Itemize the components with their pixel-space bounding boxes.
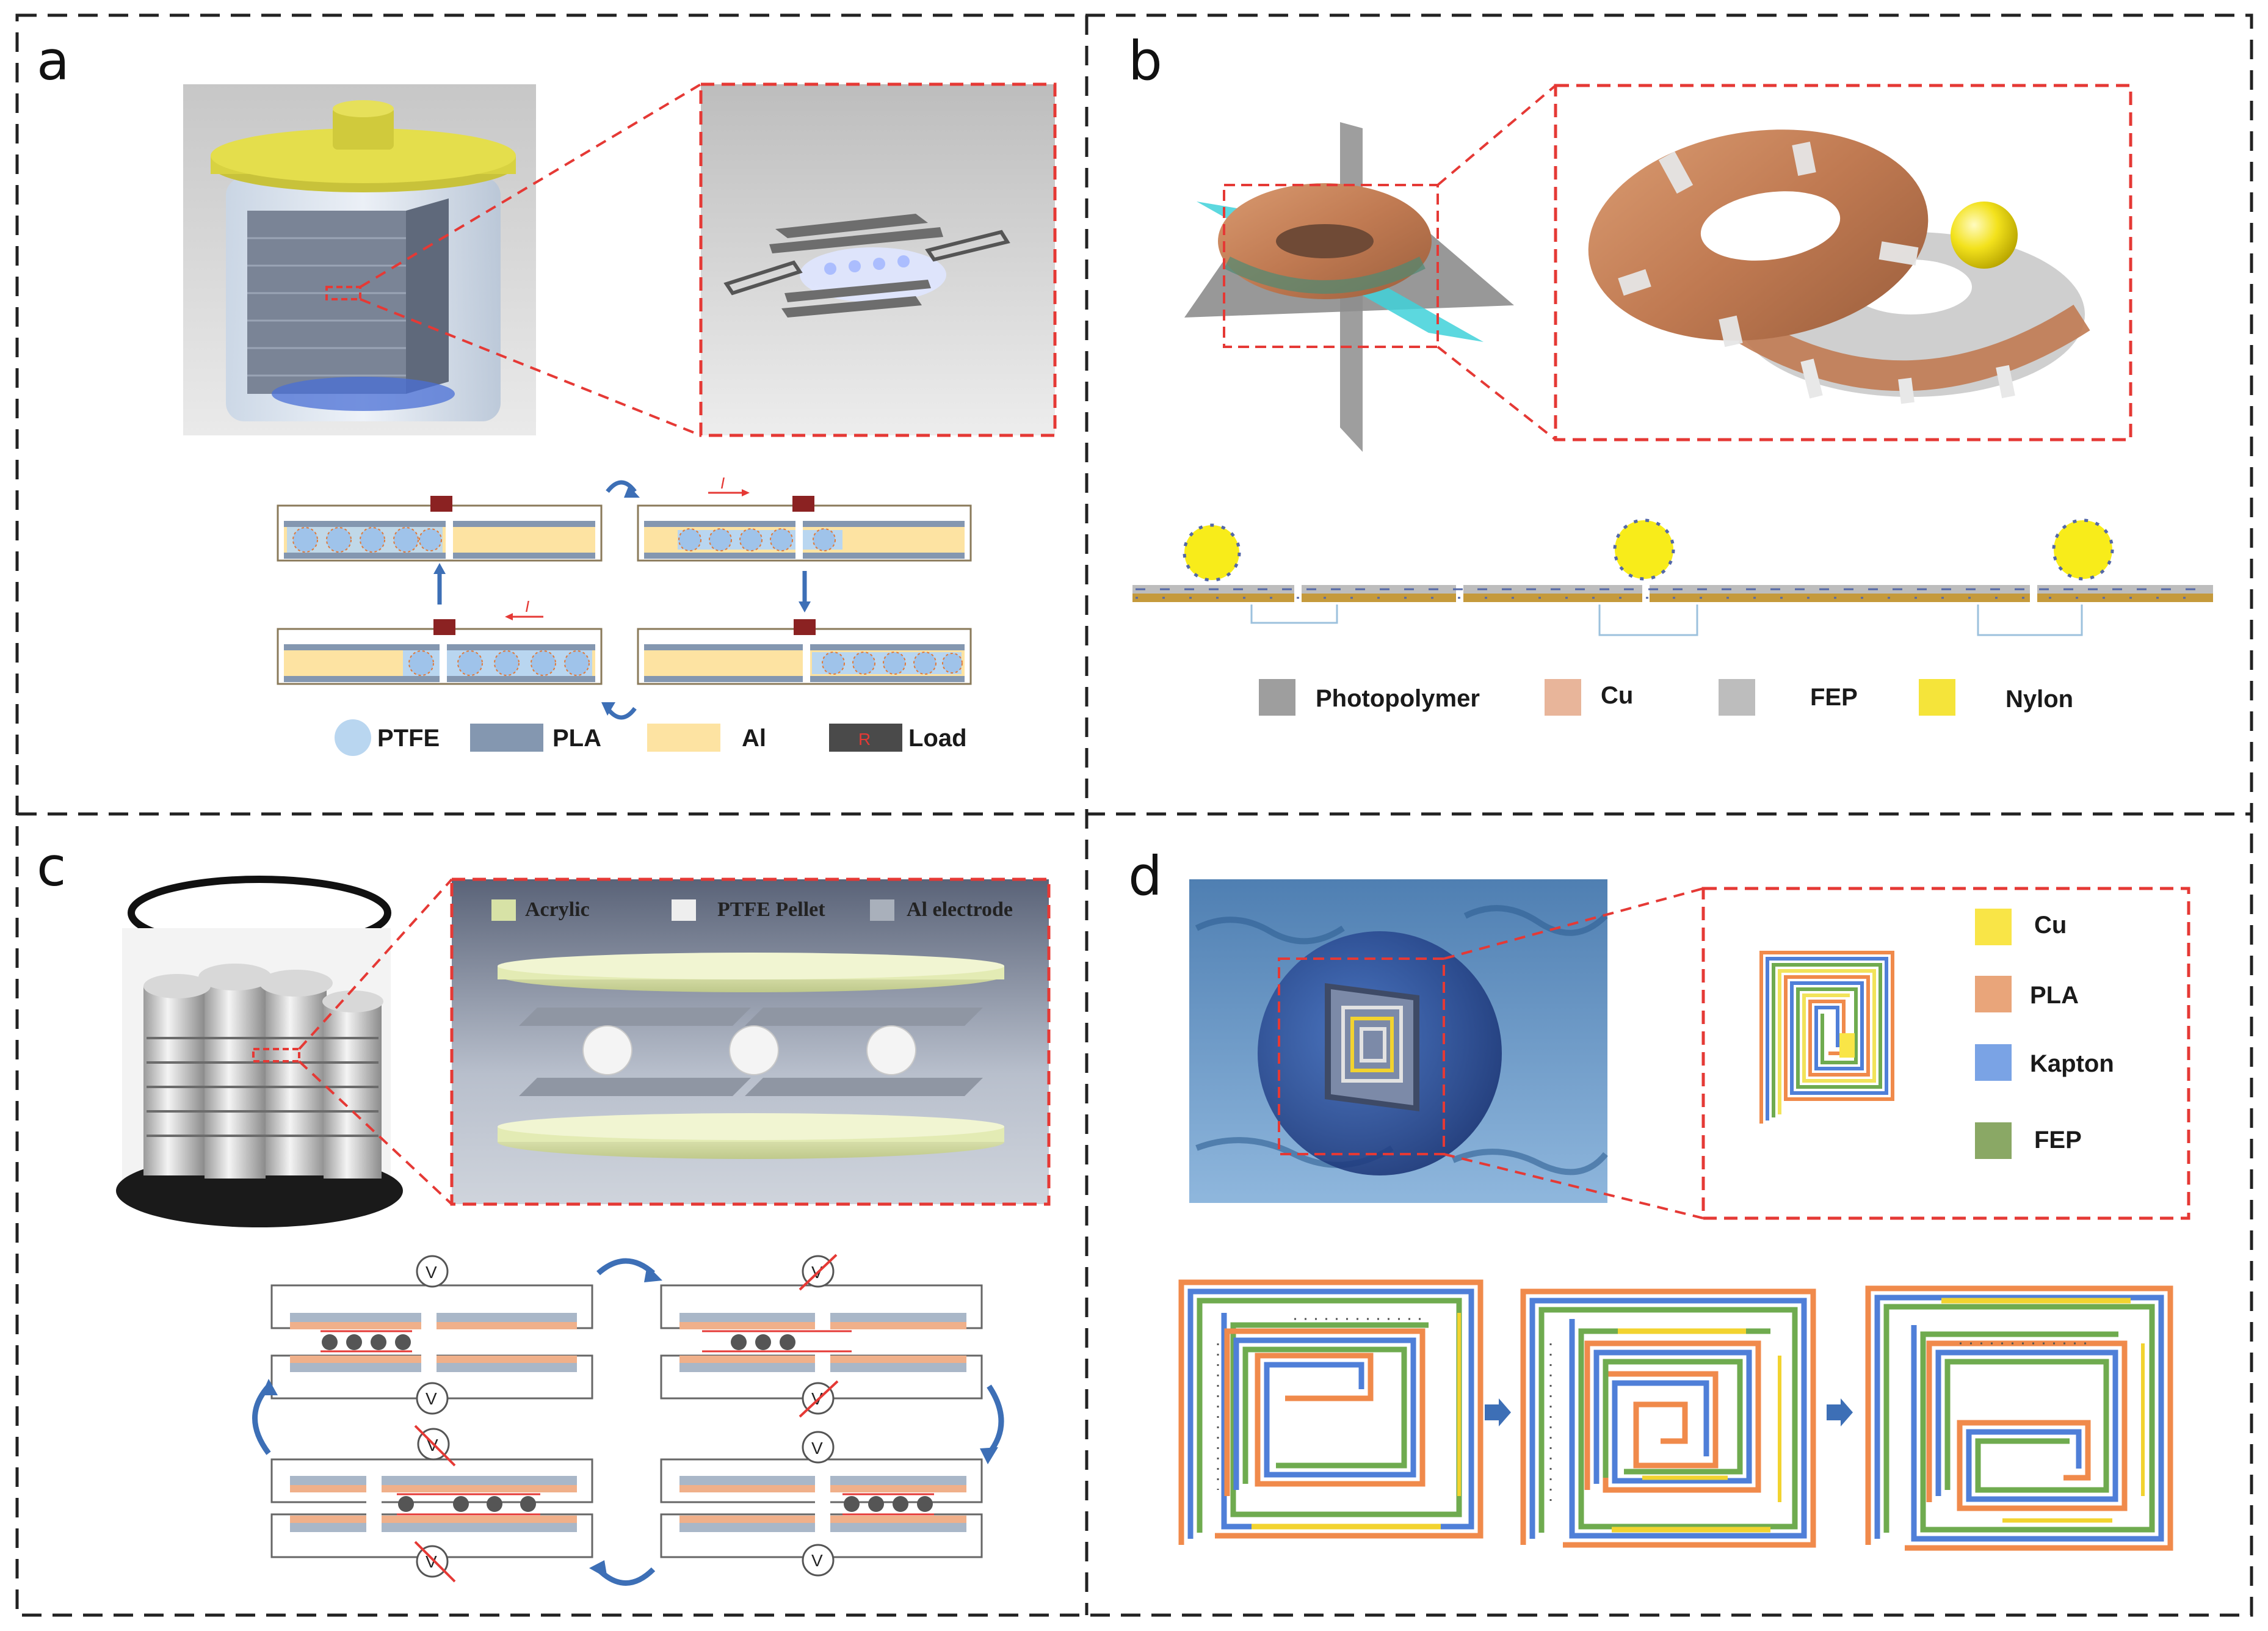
- load-3: [433, 619, 455, 635]
- legend-d-fep-label: FEP: [2034, 1127, 2082, 1153]
- legend-cu-label: Cu: [1601, 682, 1633, 709]
- meter-7-label: V: [811, 1439, 823, 1458]
- nylon-ball: [1951, 202, 2018, 269]
- panel-c-state-2: V V: [660, 1254, 983, 1418]
- panel-c-zoom-lines: [298, 878, 453, 1205]
- legend-d-kapton-label: Kapton: [2030, 1050, 2114, 1077]
- panel-a-cycle-diagram: I I: [277, 474, 972, 720]
- panel-c-device-photo: [116, 876, 403, 1227]
- legend-acrylic-label: Acrylic: [525, 898, 590, 921]
- panel-a-state-4: [637, 619, 972, 685]
- panel-c-zoom-inset: Acrylic PTFE Pellet Al electrode: [450, 877, 1051, 1206]
- spiral-state-3: [1865, 1285, 2173, 1551]
- legend-pla-label: PLA: [553, 725, 601, 752]
- legend-photopolymer-swatch: [1259, 679, 1295, 716]
- panel-d-zoom-source: [1278, 957, 1445, 1155]
- panel-d-zoom-inset: Cu PLA Kapton FEP: [1701, 887, 2190, 1220]
- panel-c-letter: c: [37, 835, 66, 898]
- legend-fep-swatch: [1719, 679, 1755, 716]
- panel-a-zoom-lines: [359, 83, 702, 437]
- panel-frames: [15, 13, 2253, 1617]
- meter-1-label: V: [426, 1263, 437, 1282]
- current-label-2: I: [525, 597, 529, 616]
- meter-6-label: V: [426, 1552, 437, 1571]
- strip-1: [1132, 523, 1548, 624]
- legend-al-swatch: [647, 724, 720, 752]
- load-2: [792, 496, 814, 512]
- panel-a-state-3: I: [277, 597, 603, 685]
- legend-al-electrode-label: Al electrode: [907, 898, 1013, 921]
- panel-a: a: [37, 29, 1057, 756]
- legend-ptfe-swatch: [335, 719, 371, 756]
- legend-nylon-label: Nylon: [2005, 686, 2073, 713]
- panel-d-zoom-lines: [1443, 887, 1704, 1219]
- legend-pla-swatch: [470, 724, 543, 752]
- legend-load-mark: R: [858, 730, 871, 749]
- strip-3: [1844, 518, 2213, 636]
- spiral-small: [1759, 951, 1894, 1124]
- legend-d-cu-label: Cu: [2034, 912, 2067, 939]
- panel-b: b: [1128, 29, 2213, 716]
- panel-b-zoom-inset: [1554, 84, 2132, 441]
- legend-d-pla-swatch: [1975, 976, 2012, 1012]
- panel-b-letter: b: [1128, 29, 1162, 92]
- panel-c-cycle-diagram: V V V V: [252, 1254, 1004, 1586]
- panel-a-state-1: [277, 496, 603, 562]
- legend-ptfe-label: PTFE: [377, 725, 440, 752]
- panel-c-state-1: V V: [270, 1255, 593, 1415]
- panel-a-state-2: I: [637, 474, 972, 562]
- legend-ptfe-pellet-swatch: [672, 899, 696, 921]
- panel-d-ocean-photo: [1189, 879, 1608, 1203]
- panel-b-strip-schematic: [1132, 518, 2213, 636]
- panel-d: d: [1128, 845, 2190, 1551]
- panel-c-zoom-source: [252, 1048, 300, 1063]
- legend-d-cu-swatch: [1975, 909, 2012, 945]
- panel-a-zoom-inset: [699, 82, 1057, 437]
- panel-b-zoom-lines: [1437, 84, 1557, 441]
- spiral-state-1: [1178, 1279, 1484, 1545]
- legend-photopolymer-label: Photopolymer: [1316, 685, 1480, 712]
- panel-d-spiral-sequence: [1178, 1279, 2173, 1551]
- legend-ptfe-pellet-label: PTFE Pellet: [717, 898, 825, 921]
- legend-d-fep-swatch: [1975, 1122, 2012, 1159]
- legend-al-label: Al: [742, 725, 766, 752]
- legend-cu-swatch: [1545, 679, 1581, 716]
- panel-b-zoom-source: [1223, 184, 1439, 348]
- meter-8-label: V: [811, 1551, 823, 1570]
- strip-2: [1465, 518, 1844, 636]
- panel-d-letter: d: [1128, 845, 1162, 907]
- legend-load-label: Load: [908, 725, 967, 752]
- panel-a-legend: PTFE PLA Al R Load: [335, 719, 967, 756]
- legend-d-pla-label: PLA: [2030, 982, 2079, 1009]
- panel-d-legend: Cu PLA Kapton FEP: [1975, 909, 2114, 1159]
- legend-d-kapton-swatch: [1975, 1044, 2012, 1081]
- meter-2-label: V: [426, 1389, 437, 1408]
- panel-c-state-3: V V: [270, 1425, 593, 1583]
- current-label-1: I: [720, 474, 725, 492]
- legend-fep-label: FEP: [1810, 684, 1858, 711]
- legend-acrylic-swatch: [491, 899, 516, 921]
- legend-load-swatch: [829, 724, 902, 752]
- spiral-state-2: [1520, 1288, 1816, 1548]
- spiral-sequence-arrows: [1485, 1398, 1853, 1426]
- panel-c-legend: Acrylic PTFE Pellet Al electrode: [491, 898, 1013, 921]
- panel-c-state-4: V V: [660, 1431, 983, 1577]
- legend-al-electrode-swatch: [870, 899, 894, 921]
- load-4: [794, 619, 816, 635]
- panel-a-zoom-source: [325, 286, 361, 300]
- panel-c: c: [37, 835, 1051, 1586]
- load-1: [430, 496, 452, 512]
- panel-b-torus-planes: [1184, 122, 1514, 452]
- panel-a-device-photo: [183, 84, 536, 435]
- panel-a-letter: a: [37, 29, 70, 92]
- panel-b-legend: Photopolymer Cu FEP Nylon: [1259, 679, 2073, 716]
- legend-nylon-swatch: [1919, 679, 1955, 716]
- panel-a-cycle-arrows: [437, 480, 807, 720]
